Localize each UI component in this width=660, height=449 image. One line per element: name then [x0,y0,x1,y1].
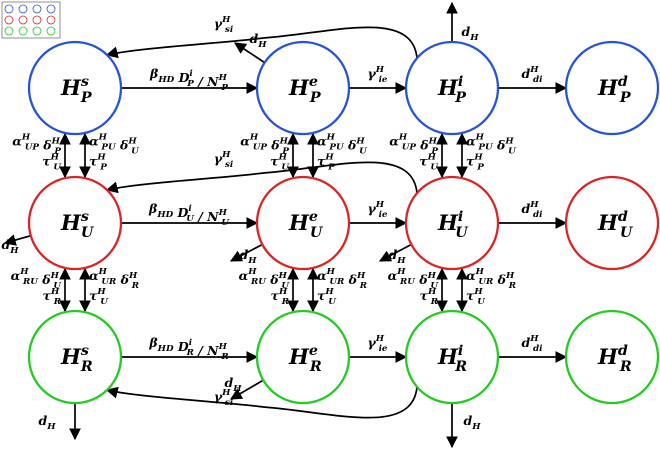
thumbnail-node [18,15,28,25]
thumbnail-node [32,26,42,36]
node-HiR [404,309,500,405]
edge-HiU-HsU [105,161,418,194]
node-HeP [255,40,351,136]
death-label-HeR: dH [224,375,242,394]
death-label-HsR: dH [38,413,56,432]
mini-diagram-thumbnail-icon [1,1,61,39]
thumbnail-node [46,15,56,25]
death-arrow-HiU [378,243,412,262]
thumbnail-node [18,4,28,14]
death-label-HiP: dH [461,24,479,43]
death-label-HiU: dH [388,247,406,266]
thumbnail-node [4,4,14,14]
thumbnail-node [46,26,56,36]
death-label-HsU: dH [1,237,19,256]
death-arrow-HsU [3,234,32,246]
death-label-HeU: dH [239,247,257,266]
death-arrow-HeP [234,42,266,64]
node-HiP [404,40,500,136]
node-HeR [255,309,351,405]
thumbnail-node [46,4,56,14]
node-HsU [27,175,123,271]
thumbnail-node [18,26,28,36]
death-label-HiR: dH [463,413,481,432]
death-arrow-HeR [229,379,264,400]
node-HeU [255,175,351,271]
thumbnail-node [32,15,42,25]
node-HdU [564,175,660,271]
thumbnail-node [32,4,42,14]
thumbnail-node [4,26,14,36]
edges-layer [3,1,568,449]
node-HdP [564,40,660,136]
death-arrow-HeU [229,243,263,262]
node-HiU [404,175,500,271]
death-label-HeP: dH [249,31,267,50]
edge-HiP-HsP [105,26,418,59]
edge-HiR-HsR [105,386,418,419]
thumbnail-node [4,15,14,25]
node-HsR [27,309,123,405]
thumbnail-frame [1,1,61,39]
node-HsP [27,40,123,136]
node-HdR [564,309,660,405]
